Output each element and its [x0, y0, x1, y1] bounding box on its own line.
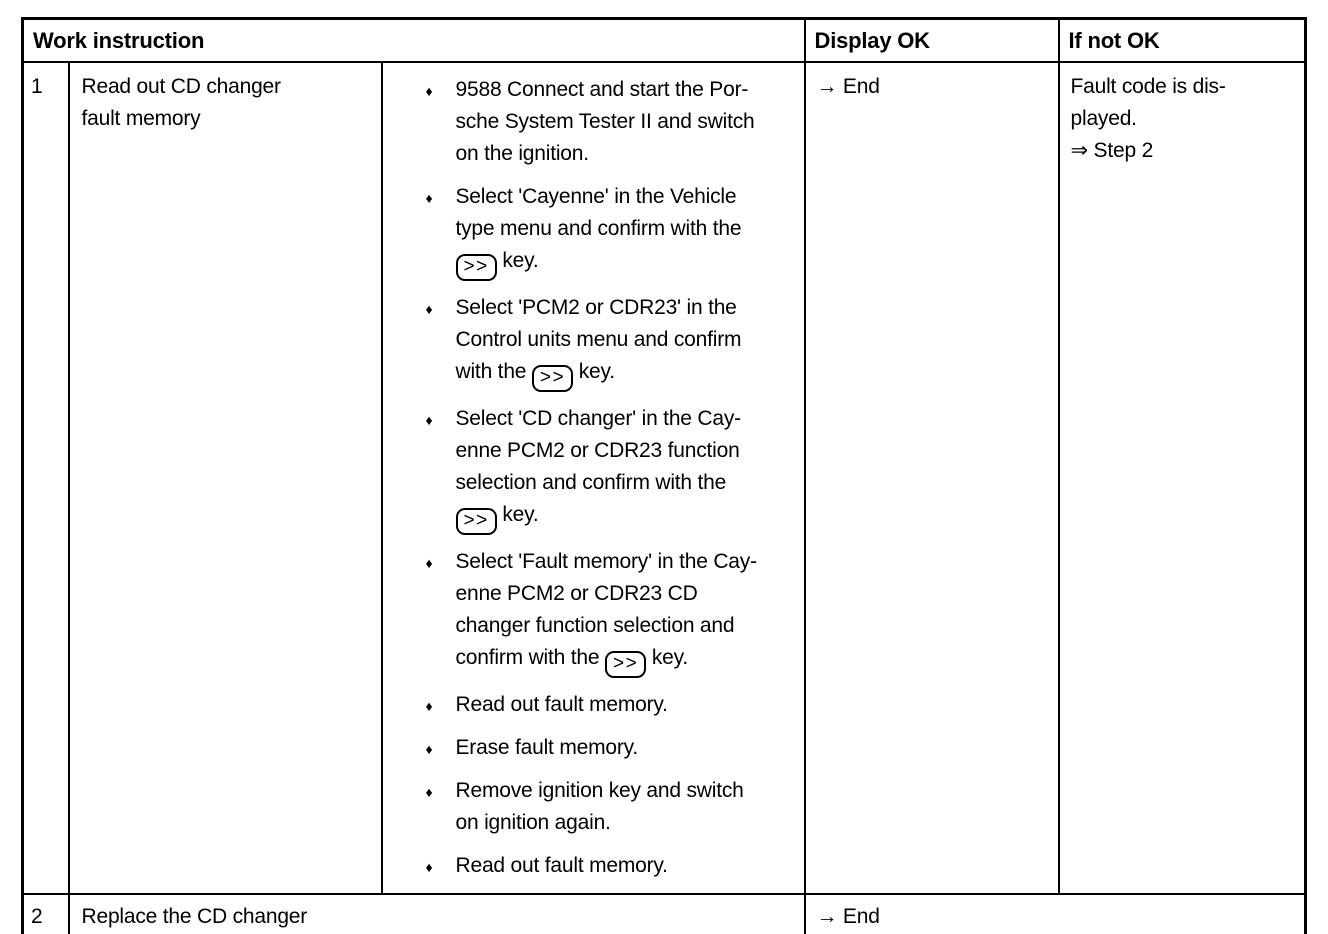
header-if-not-ok: If not OK [1057, 17, 1307, 63]
double-arrow-key-icon: >> [455, 254, 497, 281]
bullet-text: Select 'Fault memory' in the Cay- enne P… [456, 550, 757, 678]
bullet-text: Read out fault memory. [455, 693, 669, 716]
work-instruction-table: Work instruction Display OK If not OK 1 … [21, 17, 1307, 934]
bullet-text: 9588 Connect and start the Por- sche Sys… [455, 78, 755, 165]
header-display-ok: Display OK [803, 17, 1060, 63]
instruction-bullet: ♦ Read out fault memory. [383, 689, 804, 721]
step-number: 2 [21, 893, 70, 934]
bullet-text: Remove ignition key and switch on igniti… [455, 779, 744, 834]
bullet-diamond-icon: ♦ [425, 741, 433, 757]
bullet-text: Read out fault memory. [455, 854, 669, 877]
task-description: Read out CD changer fault memory [67, 61, 383, 895]
instruction-bullet: ♦ Erase fault memory. [383, 732, 804, 764]
instructions-cell: ♦ 9588 Connect and start the Por- sche Sy… [380, 61, 806, 895]
if-not-ok-cell: Fault code is dis- played. ⇒ Step 2 [1057, 61, 1307, 895]
instruction-bullet: ♦ Select 'Fault memory' in the Cay- enne … [383, 546, 804, 678]
instruction-bullet-list: ♦ 9588 Connect and start the Por- sche Sy… [383, 63, 804, 882]
bullet-text: Erase fault memory. [455, 736, 639, 759]
bullet-diamond-icon: ♦ [425, 301, 433, 317]
instruction-bullet: ♦ Remove ignition key and switch on ignit… [383, 775, 804, 839]
display-ok-cell: → End [803, 61, 1060, 895]
bullet-diamond-icon: ♦ [425, 412, 433, 428]
header-work-instruction: Work instruction [21, 17, 806, 63]
bullet-text: Select 'PCM2 or CDR23' in the Control un… [456, 296, 742, 392]
instruction-bullet: ♦ Select 'CD changer' in the Cay- enne PC… [383, 403, 804, 535]
bullet-diamond-icon: ♦ [425, 555, 433, 571]
double-arrow-key-icon: >> [531, 365, 574, 392]
bullet-diamond-icon: ♦ [425, 698, 433, 714]
instruction-bullet: ♦ 9588 Connect and start the Por- sche Sy… [383, 74, 804, 170]
bullet-diamond-icon: ♦ [425, 190, 433, 206]
bullet-diamond-icon: ♦ [425, 784, 433, 800]
bullet-text: Select 'Cayenne' in the Vehicle type men… [455, 185, 742, 281]
table-header-row: Work instruction Display OK If not OK [21, 17, 1307, 63]
bullet-text: Select 'CD changer' in the Cay- enne PCM… [455, 407, 741, 535]
bullet-diamond-icon: ♦ [425, 859, 433, 875]
double-arrow-key-icon: >> [605, 651, 647, 678]
double-arrow-key-icon: >> [455, 508, 497, 535]
instruction-bullet: ♦ Read out fault memory. [383, 850, 804, 882]
bullet-diamond-icon: ♦ [425, 83, 433, 99]
table-row-step-2: 2 Replace the CD changer → End [21, 893, 1307, 934]
instruction-bullet: ♦ Select 'PCM2 or CDR23' in the Control u… [383, 292, 804, 392]
display-ok-cell: → End [803, 893, 1307, 934]
instruction-bullet: ♦ Select 'Cayenne' in the Vehicle type me… [383, 181, 804, 281]
table-row-step-1: 1 Read out CD changer fault memory ♦ 9588… [21, 61, 1307, 895]
task-description: Replace the CD changer [67, 893, 806, 934]
step-number: 1 [21, 61, 70, 895]
